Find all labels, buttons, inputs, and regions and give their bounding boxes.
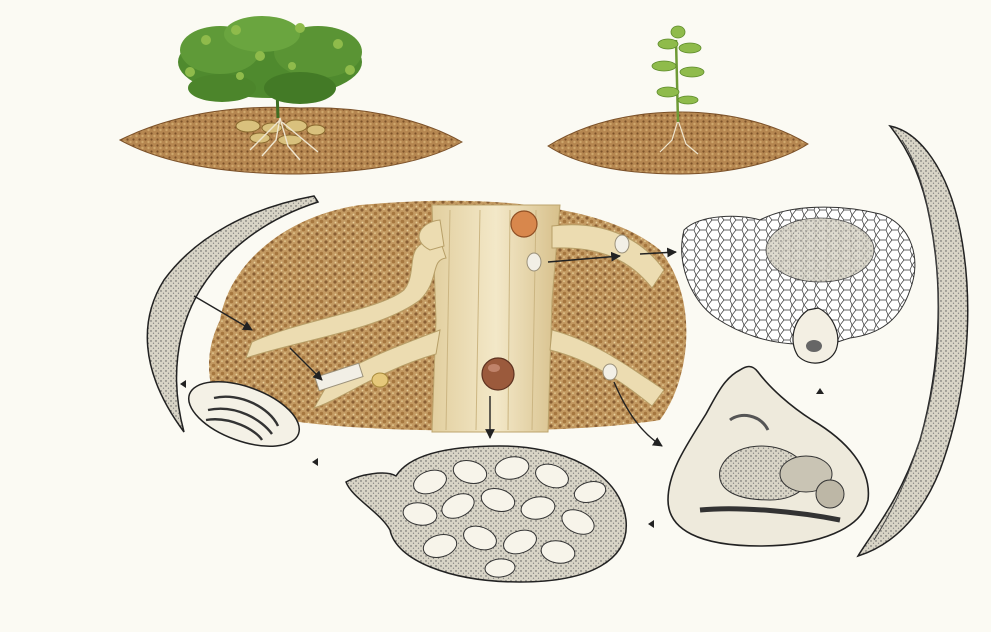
root-tissue-panel (682, 207, 915, 363)
stunted-foliage (652, 26, 704, 104)
yellow-female (372, 373, 388, 387)
healthy-plant-panel (120, 16, 462, 174)
male-panel (858, 126, 968, 556)
healthy-foliage (178, 16, 362, 118)
root-section-panel (209, 201, 686, 432)
cyst-orange (511, 211, 537, 237)
cyst-with-eggs-panel (346, 446, 626, 582)
cyst-brown (482, 358, 514, 390)
swollen-female-panel (668, 367, 868, 547)
main-root (432, 205, 560, 432)
infested-plant-panel (548, 26, 808, 174)
